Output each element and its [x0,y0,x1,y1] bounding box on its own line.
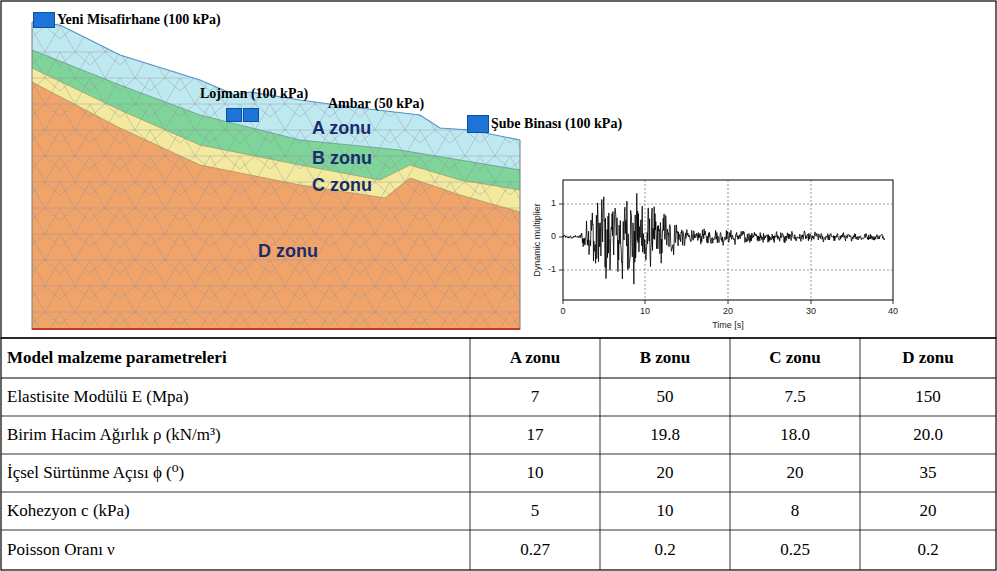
table-cell: 7.5 [784,388,805,407]
time-history-chart [559,180,893,304]
axis-tick: 0 [560,307,565,317]
axis-title: Time [s] [712,321,744,331]
axis-tick: 1 [551,199,556,209]
table-cell: Elastisite Modülü E (Mpa) [7,388,189,407]
table-cell: 20 [657,464,674,483]
table-cell: 20 [787,464,804,483]
axis-tick: 10 [640,307,650,317]
zone-label: B zonu [312,149,372,169]
table-cell: 18.0 [780,426,810,445]
table-cell: 50 [657,388,674,407]
building-label: Lojman (100 kPa) [200,86,308,102]
building-node: Şube Binası (100 kPa) [467,115,622,133]
table-cell: 0.2 [917,541,938,560]
table-cell: 0.27 [520,541,550,560]
table-cell: Birim Hacim Ağırlık ρ (kN/m³) [7,426,221,445]
building-group [467,115,489,133]
table-cell: D zonu [902,349,953,368]
table-cell: Model malzeme parametreleri [7,349,227,368]
table-cell: 150 [915,388,941,407]
building-label: Şube Binası (100 kPa) [491,116,622,132]
slope-section [30,10,525,335]
table-cell: 0.2 [654,541,675,560]
table-cell: 35 [920,464,937,483]
table-cell: 8 [791,502,800,521]
zone-label: D zonu [258,242,318,262]
table-cell: C zonu [769,349,820,368]
building-group [33,12,55,28]
zone-label: A zonu [312,119,371,139]
building-node: Yeni Misafirhane (100 kPa) [33,12,221,28]
axis-tick: 40 [888,307,898,317]
axis-tick: 20 [723,307,733,317]
table-cell: B zonu [640,349,691,368]
table-cell: 17 [527,426,544,445]
axis-tick: 0 [551,232,556,242]
building-label: Yeni Misafirhane (100 kPa) [57,12,221,28]
zone-label: C zonu [312,176,372,196]
axis-tick: -1 [548,265,556,275]
table-cell: 19.8 [650,426,680,445]
building-box [33,12,55,28]
table-cell: 10 [657,502,674,521]
table-cell: 0.25 [780,541,810,560]
table-cell: Poisson Oranı ν [7,541,115,560]
building-box [243,108,259,122]
table-cell: 5 [531,502,540,521]
table-grid [1,338,996,570]
building-node: Lojman (100 kPa) [200,86,308,122]
building-box [467,115,489,133]
axis-tick: 30 [806,307,816,317]
building-label: Ambar (50 kPa) [328,96,424,112]
building-box [226,108,242,122]
table-cell: Kohezyon c (kPa) [7,502,130,521]
table-cell: 20.0 [913,426,943,445]
axis-title: Dynamic multiplier [533,203,543,277]
table-cell: 7 [531,388,540,407]
table-cell: 10 [527,464,544,483]
table-cell: 20 [920,502,937,521]
building-group [226,108,259,122]
table-cell: İçsel Sürtünme Açısı ϕ (⁰) [7,464,184,483]
table-cell: A zonu [510,349,561,368]
figure-frame [1,1,996,338]
building-node: Ambar (50 kPa) [328,96,424,112]
